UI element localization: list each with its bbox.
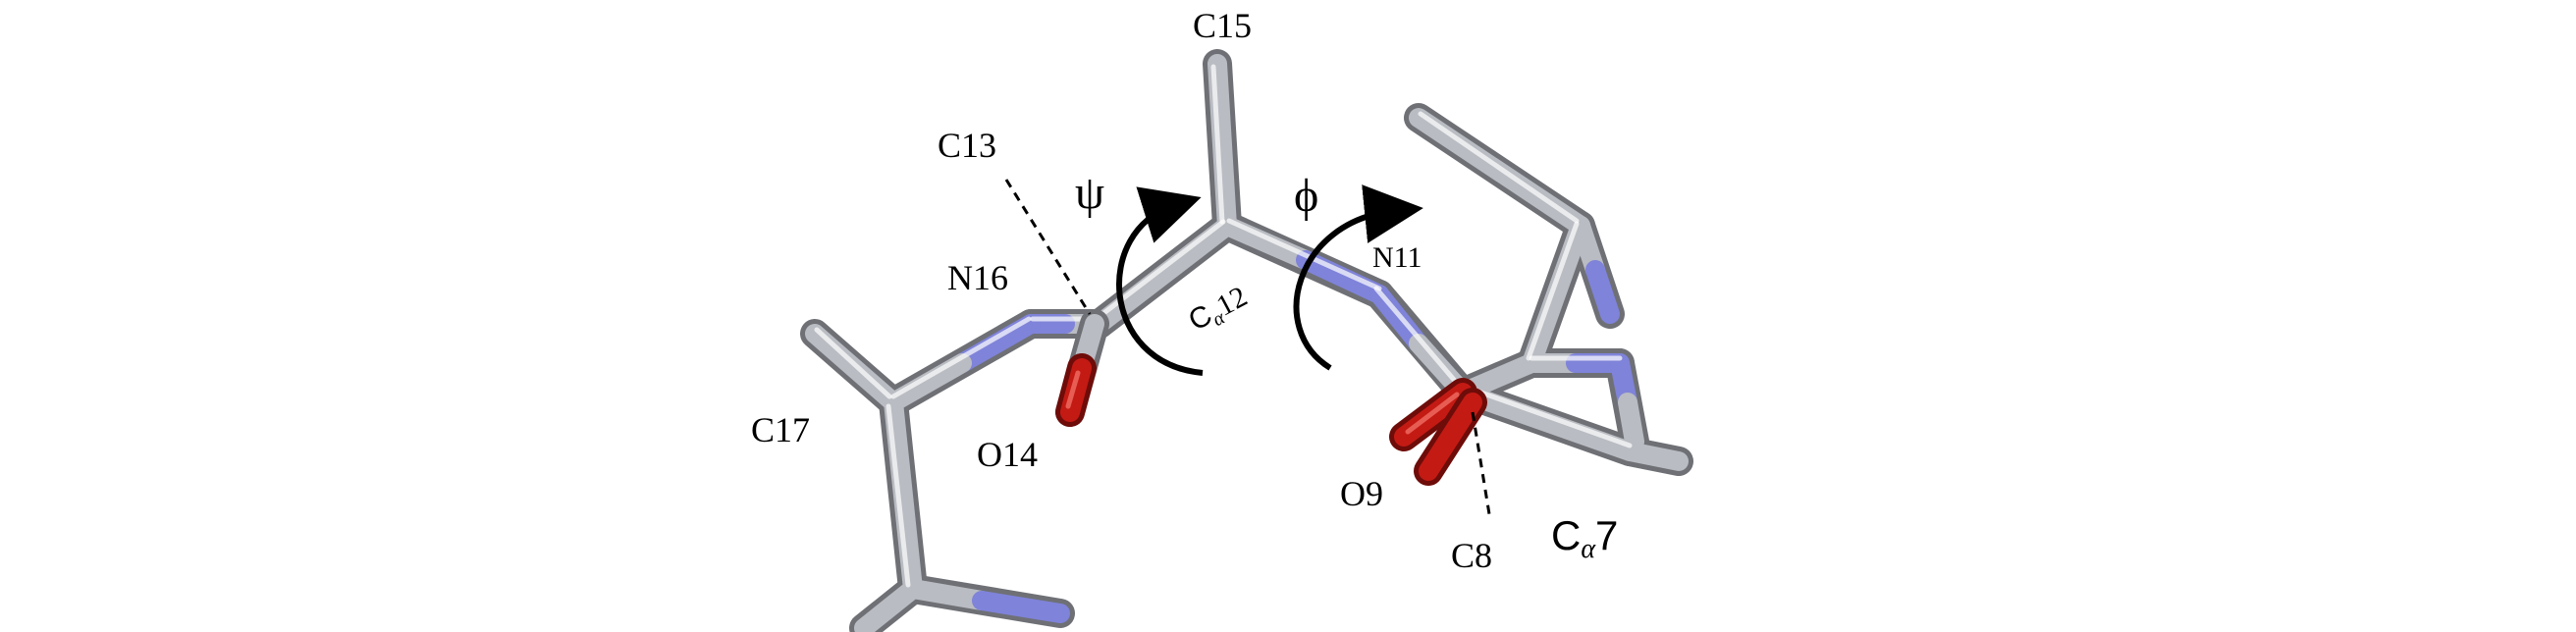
label-c13: C13 (938, 126, 996, 165)
label-c17: C17 (751, 410, 810, 449)
label-n16: N16 (947, 258, 1008, 297)
label-phi: ϕ (1294, 170, 1318, 222)
angle-labels: ψ ϕ (1075, 167, 1318, 222)
phi-rotation-arrow (1293, 184, 1423, 371)
bond-sticks (800, 49, 1693, 632)
label-o14: O14 (977, 435, 1038, 474)
atom-labels: C15 C13 N16 N11 C17 O14 O9 C8 Cα12 Cα7 (751, 6, 1618, 575)
dashed-line-c13 (1004, 179, 1092, 315)
label-psi: ψ (1075, 167, 1104, 219)
carbonyl-o9 (1389, 378, 1487, 486)
label-ca7: Cα7 (1551, 512, 1618, 564)
label-c8: C8 (1451, 536, 1492, 575)
psi-rotation-arrow (1116, 186, 1204, 376)
label-n11: N11 (1372, 241, 1422, 274)
label-o9: O9 (1340, 474, 1383, 513)
svg-text:Cα12: Cα12 (1183, 280, 1254, 341)
dashed-line-c8 (1471, 411, 1492, 521)
carbonyl-o14 (1055, 309, 1109, 427)
label-ca12: Cα12 (1183, 280, 1254, 341)
label-c15: C15 (1193, 6, 1252, 45)
